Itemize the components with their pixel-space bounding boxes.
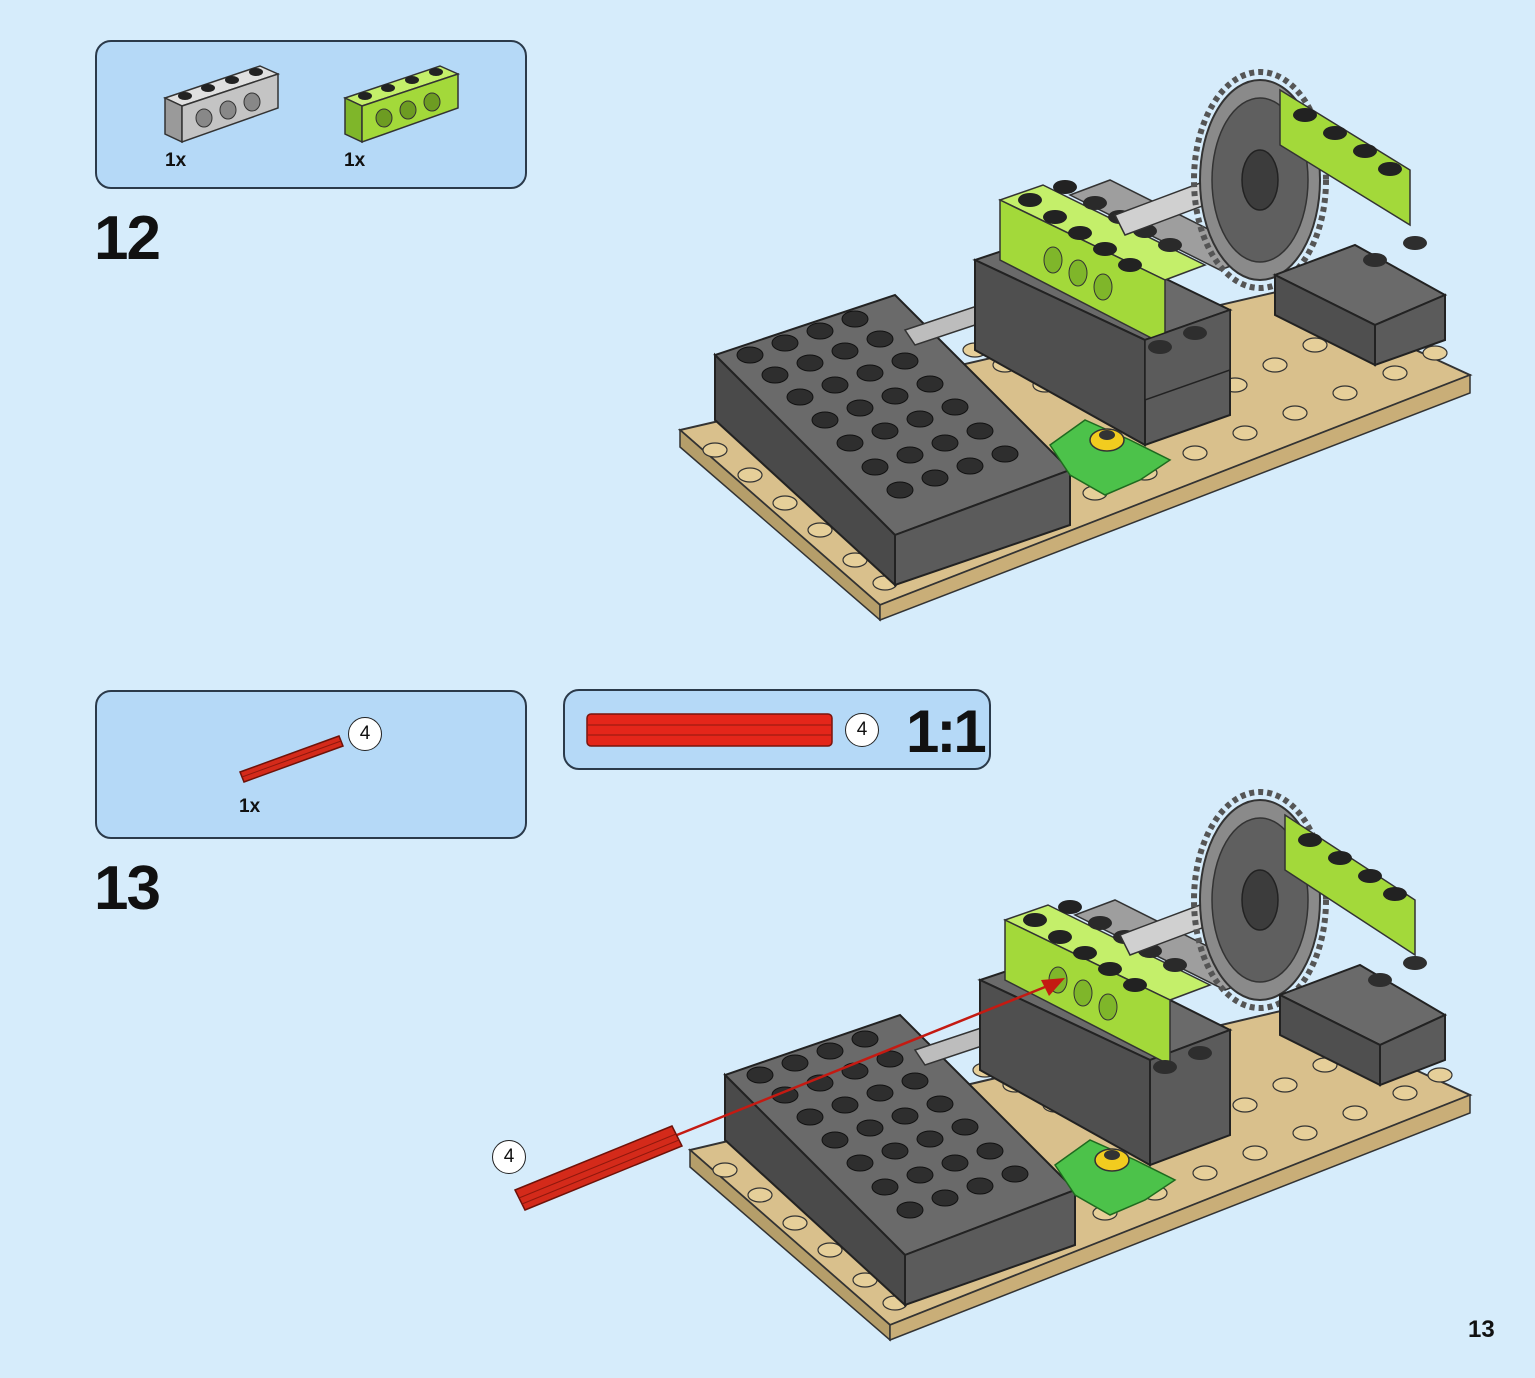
lime-technic-brick-1x4-icon bbox=[342, 65, 461, 144]
quantity-label: 1x bbox=[165, 150, 187, 171]
insertion-arrow bbox=[676, 978, 1065, 1137]
parts-box-step-13 bbox=[95, 690, 527, 839]
step-number: 13 bbox=[94, 854, 161, 923]
quantity-label: 1x bbox=[239, 796, 261, 817]
scale-label: 1:1 bbox=[906, 698, 987, 765]
red-axle-4-icon bbox=[239, 735, 344, 783]
page-number: 13 bbox=[1468, 1316, 1495, 1343]
axle-length-badge: 4 bbox=[348, 717, 382, 751]
step-number: 12 bbox=[94, 204, 161, 273]
callout-length-badge: 4 bbox=[492, 1140, 526, 1174]
red-axle-insert-icon bbox=[513, 1125, 684, 1211]
scale-length-badge: 4 bbox=[845, 713, 879, 747]
grey-technic-brick-1x4-icon bbox=[162, 65, 281, 144]
step-12-model-illustration bbox=[677, 69, 1473, 622]
quantity-label: 1x bbox=[344, 150, 366, 171]
red-axle-scale-icon bbox=[586, 713, 833, 747]
